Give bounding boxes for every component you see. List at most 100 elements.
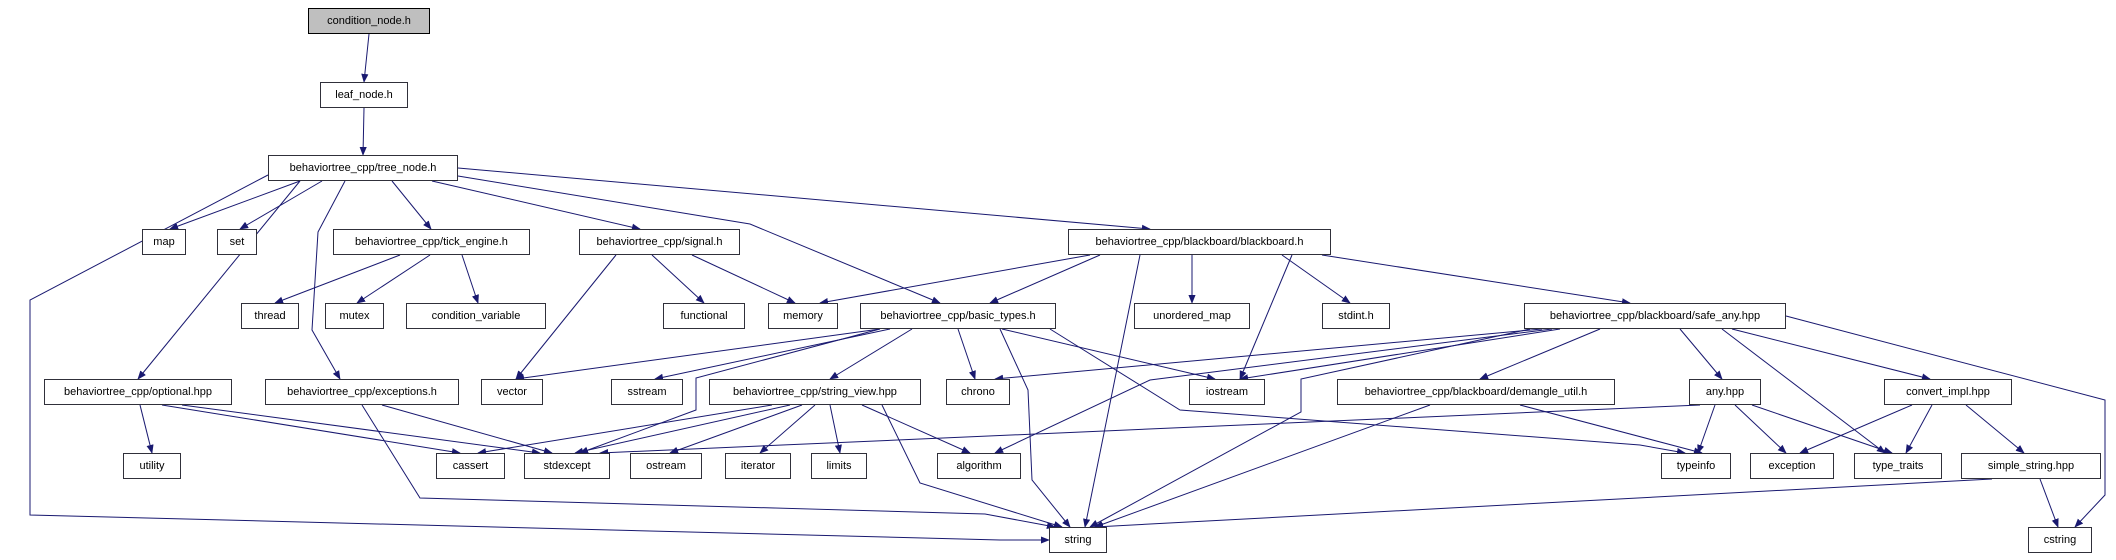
graph-node-safe_any[interactable]: behaviortree_cpp/blackboard/safe_any.hpp	[1524, 303, 1786, 329]
graph-node-any[interactable]: any.hpp	[1689, 379, 1761, 405]
include-edge-basic_types-chrono	[957, 328, 976, 380]
graph-node-condition_node: condition_node.h	[308, 8, 430, 34]
include-edge-simple_string-string	[1094, 478, 1993, 531]
include-edge-safe_any-convert_impl	[1731, 328, 1931, 381]
graph-node-simple_string[interactable]: simple_string.hpp	[1961, 453, 2101, 479]
graph-node-convert_impl[interactable]: convert_impl.hpp	[1884, 379, 2012, 405]
include-edge-blackboard-iostream	[1239, 254, 1293, 380]
graph-node-iterator[interactable]: iterator	[725, 453, 791, 479]
include-edge-demangle_util-string	[1094, 404, 1431, 528]
include-edge-tree_node-optional	[137, 180, 301, 380]
include-edge-basic_types-typeinfo	[1049, 328, 1686, 456]
graph-node-signal[interactable]: behaviortree_cpp/signal.h	[579, 229, 740, 255]
include-edge-basic_types-stdexcept	[579, 328, 881, 454]
graph-node-tree_node[interactable]: behaviortree_cpp/tree_node.h	[268, 155, 458, 181]
include-edge-tree_node-blackboard	[457, 167, 1151, 232]
graph-node-limits[interactable]: limits	[811, 453, 867, 479]
graph-node-blackboard[interactable]: behaviortree_cpp/blackboard/blackboard.h	[1068, 229, 1331, 255]
include-edge-basic_types-iostream	[1001, 328, 1216, 381]
include-edge-any-stdexcept	[599, 404, 1701, 457]
include-edge-string_view-algorithm	[861, 404, 971, 454]
include-edge-tree_node-map	[169, 180, 301, 230]
include-edge-tick_engine-condition_variable	[461, 254, 479, 304]
include-edge-string_view-stdexcept	[574, 404, 791, 455]
include-edge-optional-stdexcept	[181, 404, 541, 456]
include-edge-any-exception	[1734, 404, 1787, 454]
include-edge-any-typeinfo	[1697, 404, 1716, 454]
include-edge-any-type_traits	[1751, 404, 1893, 454]
include-edge-tree_node-string	[29, 174, 1050, 544]
include-edge-demangle_util-typeinfo	[1519, 404, 1703, 455]
include-edge-safe_any-algorithm	[994, 328, 1553, 454]
graph-node-stdint[interactable]: stdint.h	[1322, 303, 1390, 329]
include-edge-blackboard-safe_any	[1321, 254, 1631, 306]
include-edge-convert_impl-simple_string	[1965, 404, 2025, 454]
include-edge-safe_any-string	[1089, 328, 1531, 528]
graph-node-type_traits[interactable]: type_traits	[1854, 453, 1942, 479]
include-edge-string_view-ostream	[669, 404, 803, 454]
include-edge-basic_types-string_view	[829, 328, 913, 380]
include-edge-safe_any-chrono	[994, 328, 1543, 382]
graph-node-thread[interactable]: thread	[241, 303, 299, 329]
graph-node-sstream[interactable]: sstream	[611, 379, 683, 405]
graph-node-stdexcept[interactable]: stdexcept	[524, 453, 610, 479]
include-edge-signal-memory	[691, 254, 796, 304]
graph-node-chrono[interactable]: chrono	[946, 379, 1010, 405]
include-edge-exceptions-string	[361, 404, 1056, 530]
graph-node-string[interactable]: string	[1049, 527, 1107, 553]
graph-node-string_view[interactable]: behaviortree_cpp/string_view.hpp	[709, 379, 921, 405]
include-edge-basic_types-vector	[515, 328, 881, 382]
graph-node-map[interactable]: map	[142, 229, 186, 255]
graph-node-exception[interactable]: exception	[1750, 453, 1834, 479]
graph-node-set[interactable]: set	[217, 229, 257, 255]
graph-node-tick_engine[interactable]: behaviortree_cpp/tick_engine.h	[333, 229, 530, 255]
include-edge-string_view-limits	[829, 404, 842, 454]
include-edge-tree_node-exceptions	[311, 180, 346, 380]
graph-node-unordered_map[interactable]: unordered_map	[1134, 303, 1250, 329]
graph-node-basic_types[interactable]: behaviortree_cpp/basic_types.h	[860, 303, 1056, 329]
include-edge-safe_any-iostream	[1239, 328, 1561, 382]
graph-node-typeinfo[interactable]: typeinfo	[1661, 453, 1731, 479]
graph-node-functional[interactable]: functional	[663, 303, 745, 329]
include-edge-optional-cassert	[161, 404, 461, 456]
include-edge-tick_engine-thread	[274, 254, 401, 304]
include-edge-string_view-iterator	[759, 404, 816, 454]
graph-node-condition_variable[interactable]: condition_variable	[406, 303, 546, 329]
graph-node-cassert[interactable]: cassert	[436, 453, 505, 479]
include-edge-tick_engine-mutex	[356, 254, 431, 304]
graph-node-iostream[interactable]: iostream	[1189, 379, 1265, 405]
include-edge-string_view-string	[881, 404, 1063, 529]
include-edge-tree_node-signal	[431, 180, 641, 231]
include-edge-blackboard-memory	[819, 254, 1091, 306]
include-edge-convert_impl-type_traits	[1905, 404, 1933, 454]
include-edge-string_view-cassert	[477, 404, 773, 456]
include-edge-safe_any-cstring	[1785, 315, 2106, 528]
include-edge-leaf_node-tree_node	[359, 107, 367, 156]
include-edge-convert_impl-exception	[1799, 404, 1913, 454]
include-edge-blackboard-basic_types	[989, 254, 1101, 304]
include-edge-optional-utility	[139, 404, 154, 454]
graph-node-mutex[interactable]: mutex	[325, 303, 384, 329]
include-edge-tree_node-tick_engine	[391, 180, 432, 230]
include-edge-safe_any-demangle_util	[1479, 328, 1601, 380]
graph-node-cstring[interactable]: cstring	[2028, 527, 2092, 553]
include-edge-tree_node-basic_types	[457, 175, 941, 304]
graph-node-utility[interactable]: utility	[123, 453, 181, 479]
graph-node-optional[interactable]: behaviortree_cpp/optional.hpp	[44, 379, 232, 405]
graph-node-ostream[interactable]: ostream	[630, 453, 702, 479]
graph-node-algorithm[interactable]: algorithm	[937, 453, 1021, 479]
include-edge-blackboard-stdint	[1281, 254, 1351, 304]
include-edge-condition_node-leaf_node	[361, 33, 370, 83]
graph-node-demangle_util[interactable]: behaviortree_cpp/blackboard/demangle_uti…	[1337, 379, 1615, 405]
graph-node-memory[interactable]: memory	[768, 303, 838, 329]
include-edge-basic_types-sstream	[654, 328, 891, 381]
include-edge-signal-functional	[651, 254, 705, 304]
graph-node-vector[interactable]: vector	[481, 379, 543, 405]
graph-node-exceptions[interactable]: behaviortree_cpp/exceptions.h	[265, 379, 459, 405]
include-edge-blackboard-string	[1083, 254, 1141, 528]
include-edge-basic_types-string	[999, 328, 1071, 528]
graph-node-leaf_node[interactable]: leaf_node.h	[320, 82, 408, 108]
include-edge-simple_string-cstring	[2039, 478, 2059, 528]
